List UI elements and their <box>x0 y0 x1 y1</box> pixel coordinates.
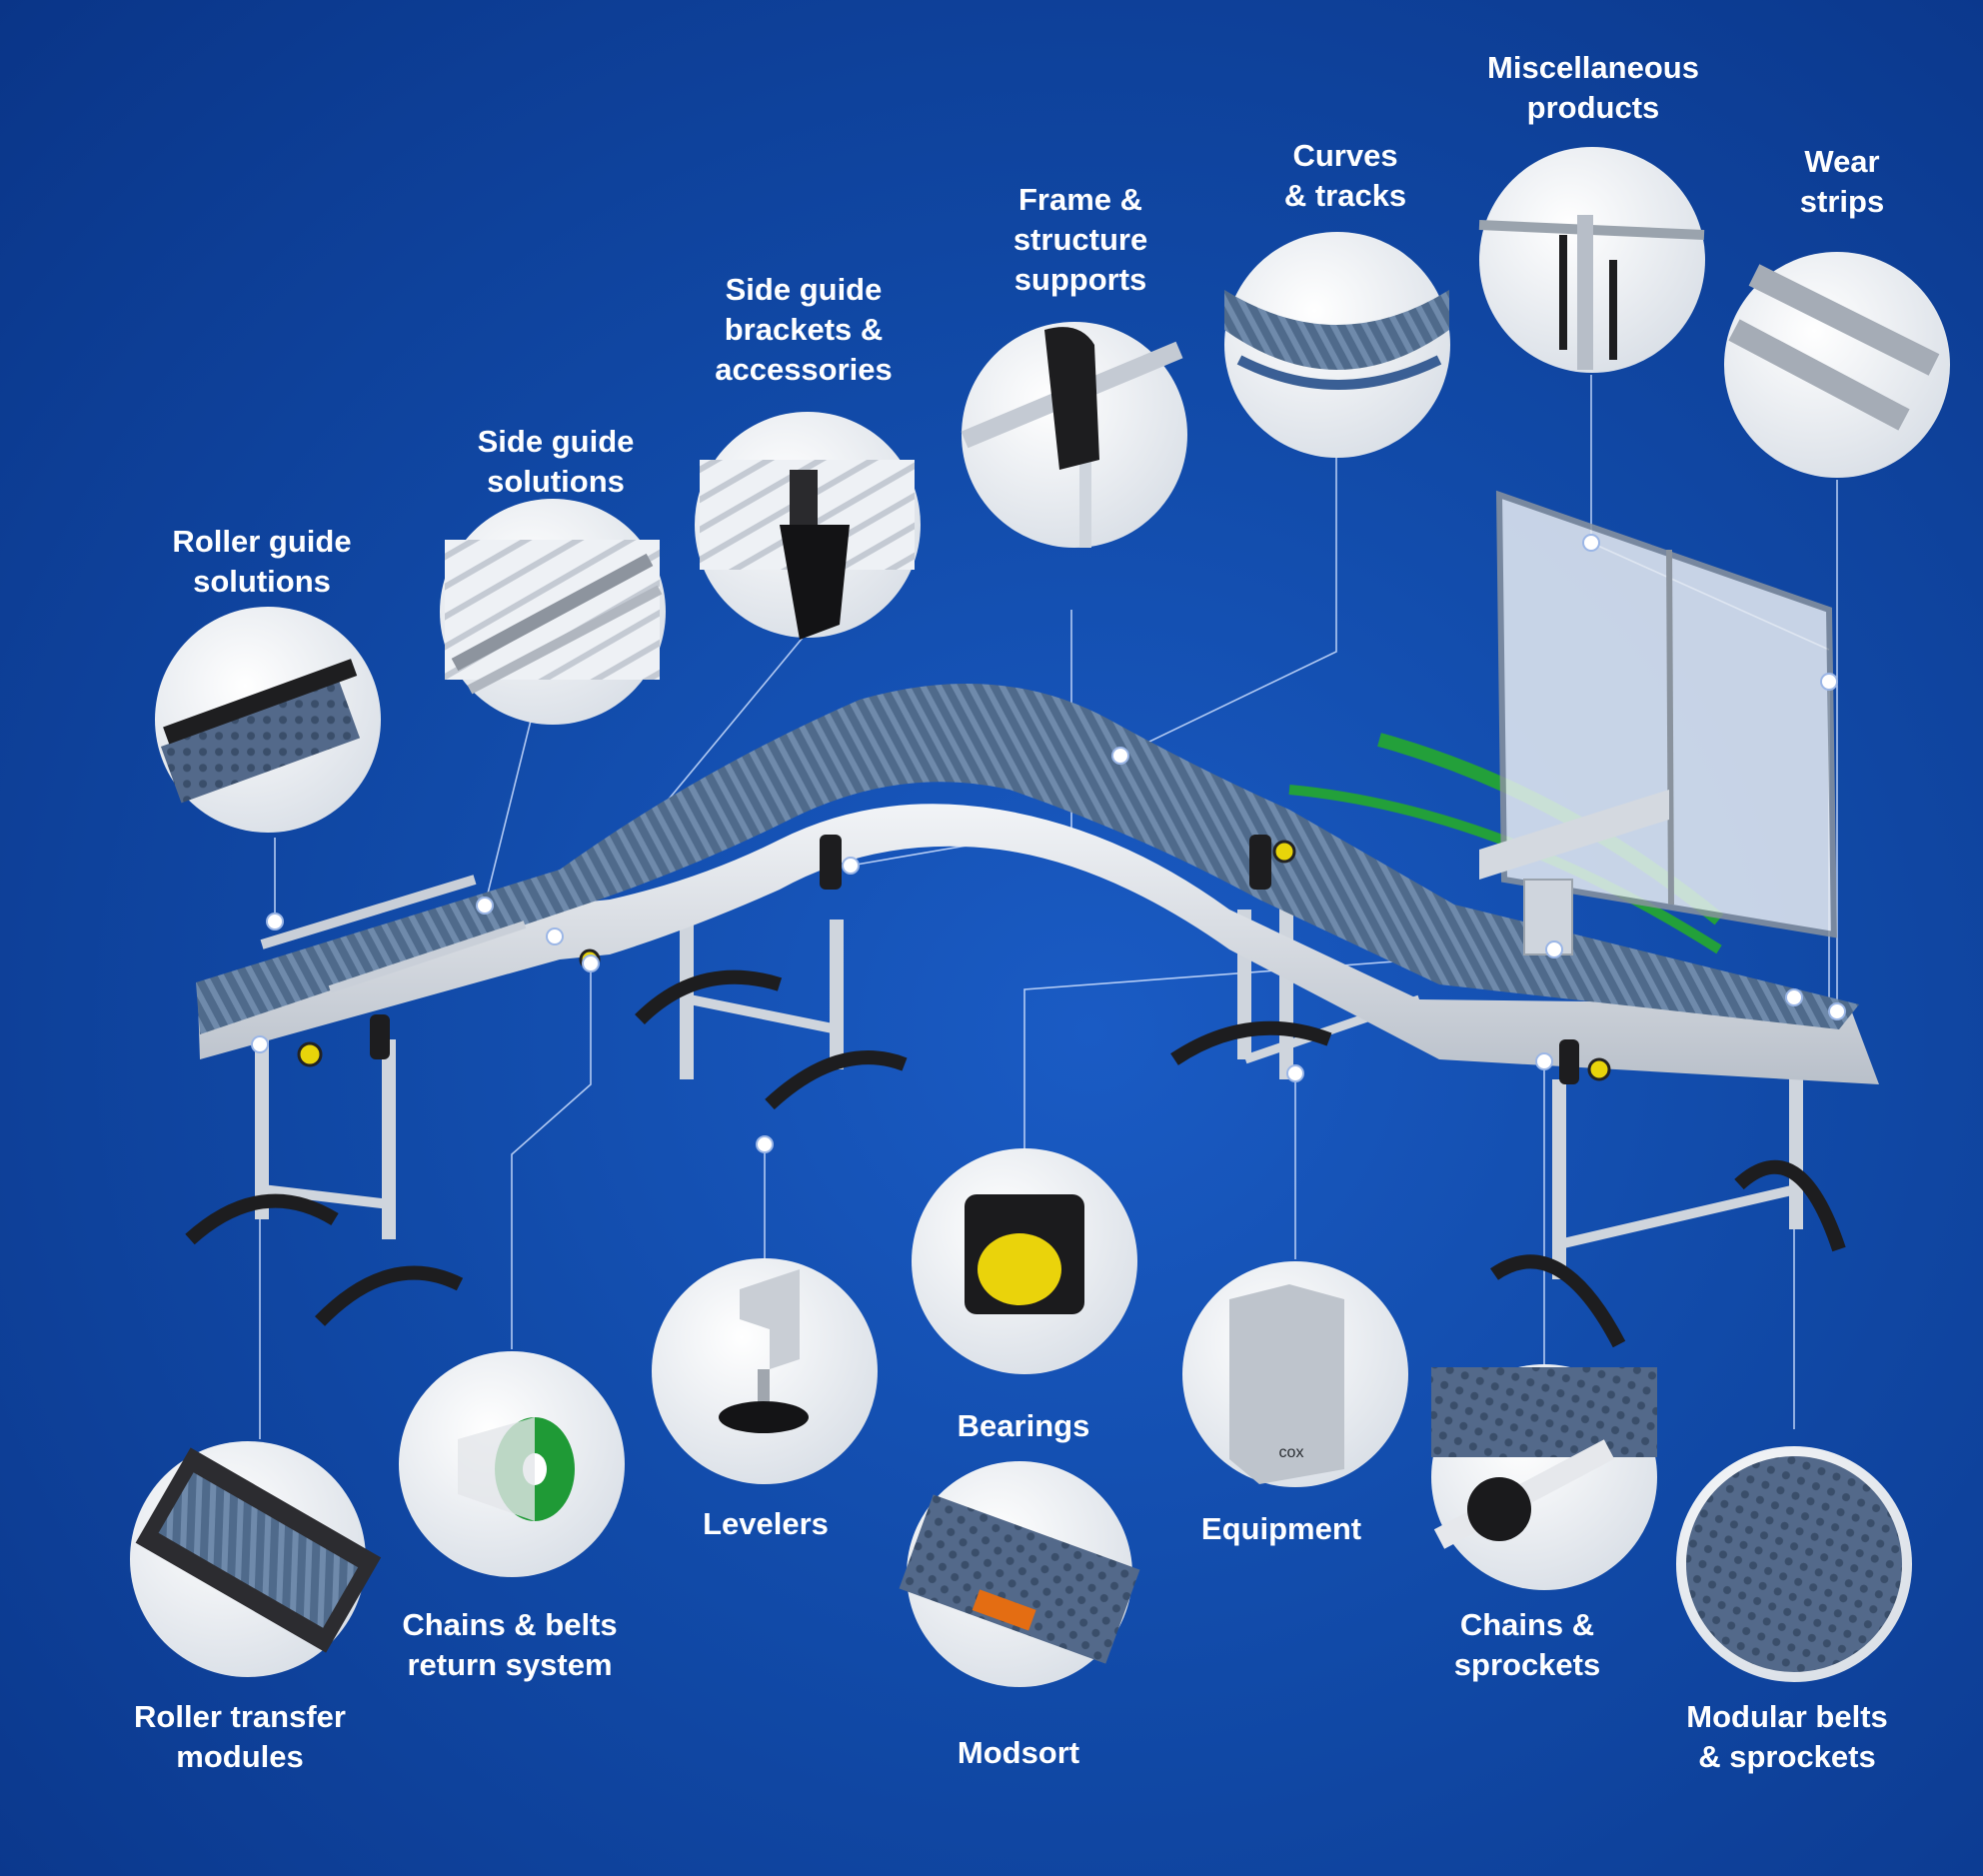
label-modsort: Modsort <box>957 1735 1080 1770</box>
side-guide-brackets-circle <box>695 412 921 640</box>
modular-belts-circle <box>1676 1446 1912 1682</box>
label-bearings: Bearings <box>957 1408 1090 1443</box>
anchor-dots <box>251 534 1846 1153</box>
chains-belts-return-circle <box>399 1351 625 1577</box>
wear-strips-circle <box>1724 252 1950 478</box>
modsort-circle <box>899 1461 1140 1687</box>
legs-left <box>185 920 908 1326</box>
label-chains-sprockets: Chains &sprockets <box>1453 1607 1601 1682</box>
safety-panels <box>1479 490 1838 955</box>
chains-sprockets-circle <box>1431 1364 1657 1590</box>
levelers-circle <box>652 1258 878 1484</box>
label-curves-tracks: Curves& tracks <box>1283 138 1407 213</box>
side-guide-solutions-circle <box>440 499 666 725</box>
callout-circles: cox <box>130 147 1950 1687</box>
misc-products-circle <box>1478 147 1705 373</box>
curves-tracks-circle <box>1224 232 1450 458</box>
label-levelers: Levelers <box>703 1506 829 1541</box>
label-modular-belts: Modular belts& sprockets <box>1686 1699 1888 1774</box>
frame-structure-circle <box>961 322 1187 548</box>
roller-transfer-circle <box>130 1441 382 1677</box>
label-equipment: Equipment <box>1200 1511 1362 1546</box>
equipment-logo: cox <box>1279 1444 1304 1461</box>
bearings-circle <box>912 1148 1137 1374</box>
equipment-circle: cox <box>1182 1261 1408 1487</box>
roller-guide-circle <box>155 607 381 833</box>
